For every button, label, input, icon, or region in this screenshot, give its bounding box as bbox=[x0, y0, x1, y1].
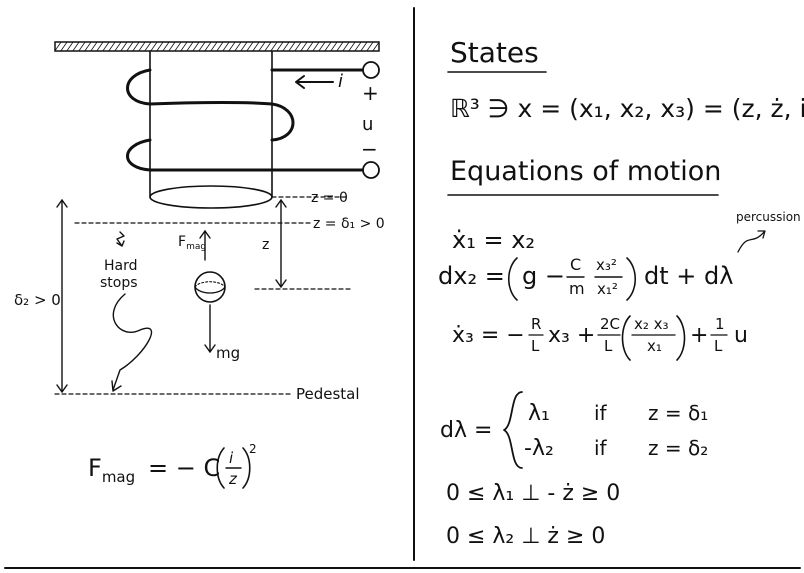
svg-text:dλ =: dλ = bbox=[440, 418, 492, 443]
svg-text:+: + bbox=[690, 323, 708, 348]
svg-text:z = δ₂: z = δ₂ bbox=[648, 436, 708, 460]
core-cylinder bbox=[149, 50, 273, 209]
current-label: i bbox=[338, 71, 343, 92]
hard-stops-squiggle-top bbox=[116, 231, 125, 247]
minus-label: − bbox=[361, 137, 378, 161]
stops-label: stops bbox=[100, 275, 138, 291]
hard-label: Hard bbox=[104, 258, 138, 274]
percussion-label: percussion bbox=[736, 210, 801, 224]
svg-text:R: R bbox=[531, 315, 541, 333]
z-zero-label: z = 0 bbox=[311, 190, 348, 206]
complementarity-2: 0 ≤ λ₂ ⊥ ż ≥ 0 bbox=[446, 524, 605, 549]
terminals bbox=[362, 61, 380, 179]
svg-text:x₃ +: x₃ + bbox=[548, 323, 595, 348]
svg-text:2C: 2C bbox=[600, 315, 620, 333]
svg-text:g −: g − bbox=[522, 262, 565, 290]
mg-label: mg bbox=[216, 344, 240, 362]
svg-text:if: if bbox=[594, 401, 608, 425]
current-arrow bbox=[295, 75, 334, 89]
svg-text:x₃²: x₃² bbox=[596, 256, 617, 274]
z-dimension-arrow bbox=[275, 199, 287, 288]
svg-text:L: L bbox=[604, 337, 613, 355]
eq-x3dot: ẋ₃ = − R L x₃ + 2C L x₂ x₃ x₁ + 1 L u bbox=[452, 315, 748, 361]
z-label: z bbox=[262, 237, 269, 253]
svg-text:x₁: x₁ bbox=[647, 337, 662, 355]
svg-text:1: 1 bbox=[715, 315, 725, 333]
eom-title: Equations of motion bbox=[450, 156, 721, 187]
percussion-arrow bbox=[737, 230, 766, 253]
gravity-arrow bbox=[204, 304, 216, 353]
hard-stops-squiggle-bottom bbox=[111, 293, 153, 392]
ceiling bbox=[54, 41, 380, 52]
delta2-dimension-arrow bbox=[56, 199, 68, 393]
svg-text:x₂ x₃: x₂ x₃ bbox=[634, 315, 669, 333]
svg-text:Fmag: Fmag bbox=[88, 454, 135, 486]
pedestal-label: Pedestal bbox=[296, 385, 360, 403]
fmag-arrow bbox=[199, 230, 211, 261]
eq-dx2: dx₂ = g − C m x₃² x₁² dt + dλ bbox=[438, 255, 733, 301]
complementarity-1: 0 ≤ λ₁ ⊥ - ż ≥ 0 bbox=[446, 481, 620, 506]
svg-text:C: C bbox=[570, 255, 581, 274]
svg-text:i: i bbox=[229, 449, 234, 467]
svg-text:m: m bbox=[569, 279, 585, 298]
svg-text:x₁²: x₁² bbox=[597, 280, 618, 298]
fmag-label: Fmag bbox=[178, 234, 206, 252]
dlambda-cases: dλ = λ₁ if z = δ₁ -λ₂ if z = δ₂ bbox=[440, 391, 708, 469]
svg-text:L: L bbox=[714, 337, 723, 355]
svg-text:-λ₂: -λ₂ bbox=[524, 436, 554, 461]
svg-text:2: 2 bbox=[249, 442, 257, 456]
fmag-formula: Fmag = − C i z 2 bbox=[88, 442, 257, 489]
coil-winding bbox=[126, 68, 364, 172]
svg-text:z = δ₁: z = δ₁ bbox=[648, 401, 708, 425]
plus-label: + bbox=[362, 81, 379, 105]
eq-x1dot: ẋ₁ = x₂ bbox=[452, 226, 535, 254]
levitating-ball bbox=[194, 271, 226, 303]
states-title: States bbox=[450, 36, 539, 69]
voltage-label: u bbox=[362, 114, 373, 135]
svg-text:dx₂ =: dx₂ = bbox=[438, 262, 505, 290]
svg-text:dt + dλ: dt + dλ bbox=[644, 262, 733, 290]
z-delta1-label: z = δ₁ > 0 bbox=[313, 216, 385, 232]
svg-text:z: z bbox=[228, 470, 238, 488]
svg-text:λ₁: λ₁ bbox=[528, 401, 550, 426]
svg-text:u: u bbox=[734, 323, 748, 348]
svg-text:if: if bbox=[594, 436, 608, 460]
states-equation: ℝ³ ∋ x = (x₁, x₂, x₃) = (z, ż, i) bbox=[450, 94, 804, 123]
svg-text:ẋ₃ = −: ẋ₃ = − bbox=[452, 323, 525, 348]
svg-text:L: L bbox=[531, 337, 540, 355]
delta2-label: δ₂ > 0 bbox=[14, 291, 61, 309]
svg-text:= − C: = − C bbox=[148, 454, 220, 482]
